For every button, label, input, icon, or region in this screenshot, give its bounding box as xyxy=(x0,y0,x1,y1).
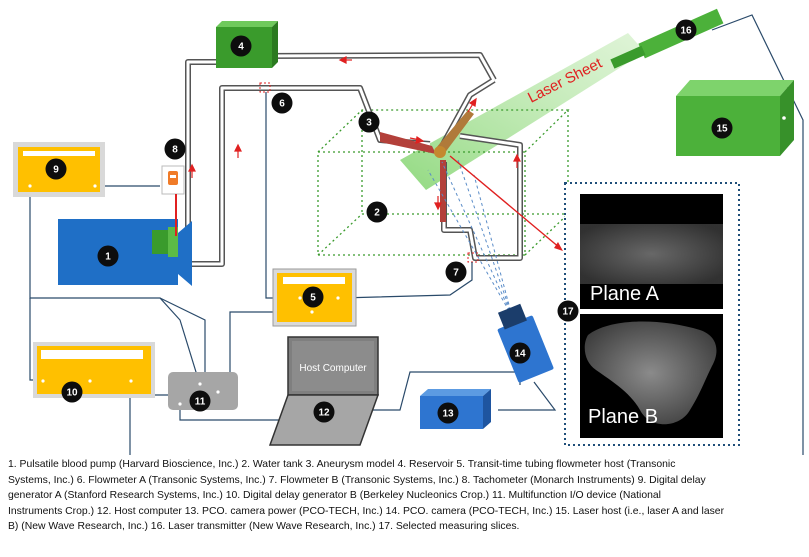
marker-label: 14 xyxy=(514,349,526,360)
marker-label: 13 xyxy=(442,409,454,420)
marker-label: 8 xyxy=(172,145,178,156)
flow-arrow xyxy=(467,97,477,113)
caption-line: Systems, Inc.) 6. Flowmeter A (Transonic… xyxy=(8,474,706,486)
marker-label: 17 xyxy=(562,307,574,318)
marker-14: 14 xyxy=(509,342,531,364)
reservoir xyxy=(216,21,278,68)
flow-arrow xyxy=(188,163,196,178)
flow-arrow xyxy=(338,56,352,64)
flow-arrow xyxy=(513,153,521,168)
marker-1: 1 xyxy=(97,245,119,267)
marker-label: 6 xyxy=(279,99,285,110)
caption-line: B) (New Wave Research, Inc.) 16. Laser t… xyxy=(8,521,520,533)
marker-label: 1 xyxy=(105,252,111,263)
measuring-slice-pointer xyxy=(449,155,561,249)
marker-8: 8 xyxy=(164,138,186,160)
laser-sheet xyxy=(400,33,645,190)
flow-arrow xyxy=(409,135,425,144)
marker-label: 9 xyxy=(53,165,59,176)
camera-view-lines xyxy=(427,159,513,317)
marker-label: 2 xyxy=(374,208,380,219)
flow-arrow xyxy=(234,143,242,158)
marker-17: 17 xyxy=(557,300,579,322)
aneurysm-model xyxy=(380,110,474,222)
flow-arrows xyxy=(188,56,521,211)
marker-label: 7 xyxy=(453,268,459,279)
plane-b-image: Plane B xyxy=(580,314,723,438)
laser-host xyxy=(676,80,794,156)
marker-5: 5 xyxy=(302,286,324,308)
marker-label: 11 xyxy=(195,397,206,408)
caption-line: 1. Pulsatile blood pump (Harvard Bioscie… xyxy=(8,459,676,470)
caption-line: generator A (Stanford Research Systems, … xyxy=(8,490,661,502)
tubing xyxy=(183,52,523,267)
tachometer xyxy=(161,165,185,236)
marker-label: 15 xyxy=(716,124,728,135)
marker-16: 16 xyxy=(675,19,697,41)
experimental-setup-diagram: Laser Sheet xyxy=(13,8,804,455)
svg-text:Plane B: Plane B xyxy=(588,406,658,428)
caption-line: Instruments Crop.) 12. Host computer 13.… xyxy=(8,505,725,517)
host-computer: Host Computer xyxy=(268,336,380,446)
marker-label: 4 xyxy=(238,42,244,53)
marker-13: 13 xyxy=(437,402,459,424)
marker-12: 12 xyxy=(313,401,335,423)
delay-generator-b xyxy=(33,342,155,398)
marker-2: 2 xyxy=(366,201,388,223)
measuring-slices-panel: Plane A Plane B xyxy=(564,182,740,446)
flowmeter-b-clamp xyxy=(467,252,479,263)
marker-label: 5 xyxy=(310,293,316,304)
flowmeter-a-clamp xyxy=(259,82,271,93)
host-computer-label: Host Computer xyxy=(299,363,367,374)
pointer-arrowhead xyxy=(554,242,563,251)
marker-label: 12 xyxy=(318,408,330,419)
flow-arrow xyxy=(434,196,442,211)
plane-a-image: Plane A xyxy=(580,194,723,309)
marker-3: 3 xyxy=(358,111,380,133)
blood-pump xyxy=(58,219,192,286)
marker-15: 15 xyxy=(711,117,733,139)
marker-4: 4 xyxy=(230,35,252,57)
pco-camera xyxy=(497,303,554,383)
marker-10: 10 xyxy=(61,381,83,403)
marker-6: 6 xyxy=(271,92,293,114)
marker-11: 11 xyxy=(189,390,211,412)
marker-label: 10 xyxy=(66,388,78,399)
marker-7: 7 xyxy=(445,261,467,283)
svg-text:Plane A: Plane A xyxy=(590,283,660,305)
marker-9: 9 xyxy=(45,158,67,180)
figure-caption: 1. Pulsatile blood pump (Harvard Bioscie… xyxy=(8,457,803,535)
marker-label: 16 xyxy=(680,26,692,37)
marker-label: 3 xyxy=(366,118,372,129)
